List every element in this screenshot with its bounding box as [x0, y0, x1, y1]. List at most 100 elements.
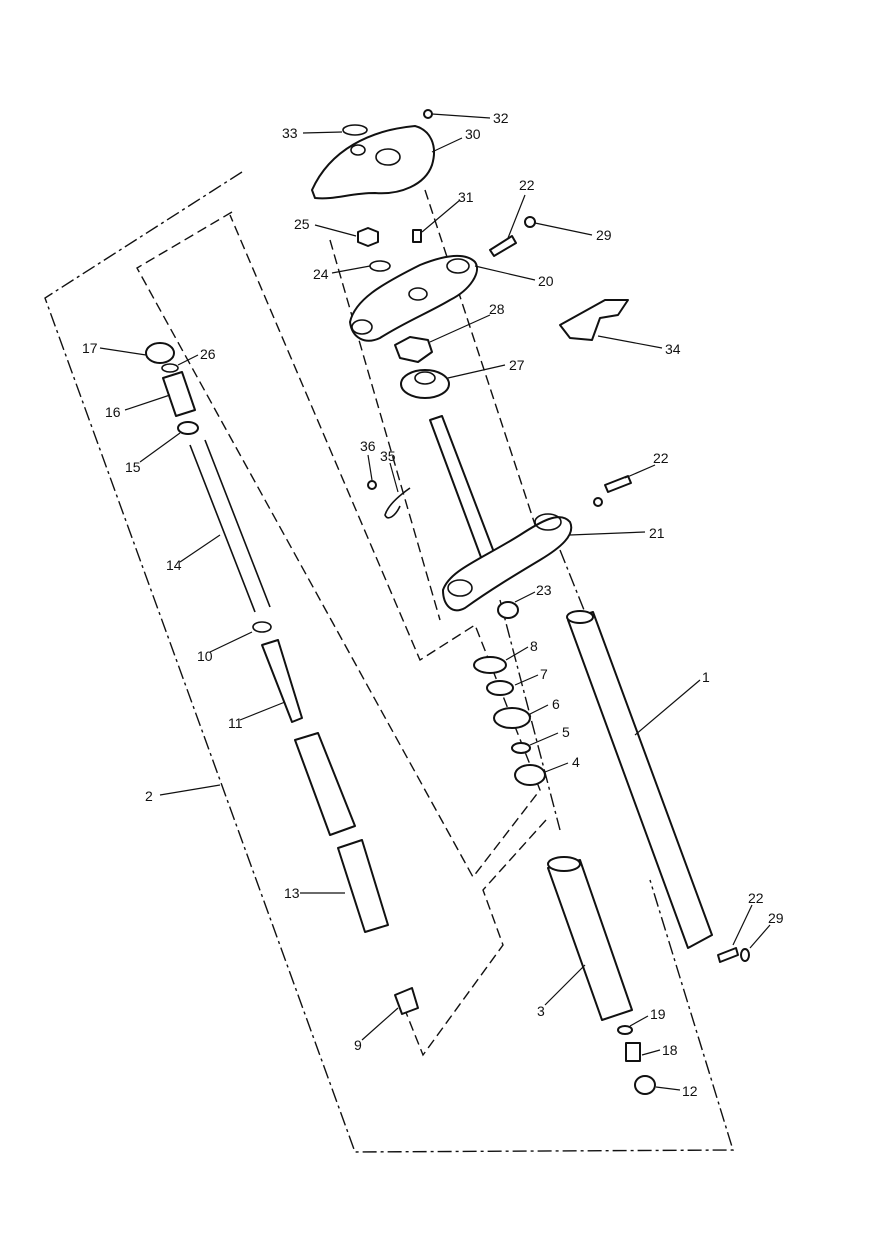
leader-18: [641, 1049, 661, 1056]
callout-12: 12: [682, 1083, 698, 1099]
leader-11: [239, 701, 286, 721]
part-31-bolt: [412, 229, 422, 243]
callout-24: 24: [313, 266, 329, 282]
leader-24: [331, 265, 371, 274]
steering-stem: [429, 415, 496, 561]
leader-25: [314, 224, 357, 237]
leader-4: [544, 762, 569, 773]
leader-2: [159, 784, 221, 796]
callout-3: 3: [537, 1003, 545, 1019]
callout-23: 23: [536, 582, 552, 598]
leader-12: [655, 1086, 681, 1091]
leader-8: [505, 646, 529, 661]
callout-36: 36: [360, 438, 376, 454]
part-24-washer: [369, 260, 391, 272]
leader-9: [361, 1007, 399, 1041]
leader-17: [99, 347, 147, 356]
callout-2: 2: [145, 788, 153, 804]
callout-21: 21: [649, 525, 665, 541]
part-13-fork-tube-upper: [294, 732, 356, 836]
lower-dashed-outline: [404, 819, 547, 1057]
callout-28: 28: [489, 301, 505, 317]
part-7-bearing: [486, 680, 514, 696]
leader-22c: [732, 904, 753, 946]
leader-19: [629, 1015, 649, 1027]
callout-34: 34: [665, 341, 681, 357]
part-17-cap: [145, 342, 175, 364]
leader-16: [124, 394, 171, 411]
callout-31: 31: [458, 189, 474, 205]
part-23-cap: [497, 601, 519, 619]
part-15-washer: [177, 421, 199, 435]
leader-34: [597, 335, 663, 349]
part-29-nut-top: [524, 216, 536, 228]
callout-11: 11: [228, 715, 243, 731]
leader-20: [474, 265, 536, 281]
callout-20: 20: [538, 273, 554, 289]
yoke-bore-left: [351, 319, 373, 335]
part-27-flange-nut-top: [414, 371, 436, 385]
leader-36: [367, 454, 373, 481]
part-18-screw: [625, 1042, 641, 1062]
part-34-bracket: [559, 299, 629, 341]
leader-32: [431, 113, 491, 119]
washer-mid: [593, 497, 603, 507]
part-28-nut: [394, 336, 433, 363]
part-4-race: [514, 764, 546, 786]
callout-5: 5: [562, 724, 570, 740]
part-21-bottom-yoke: [442, 516, 573, 612]
leader-3: [544, 964, 586, 1006]
inner-dashed-outline: [136, 211, 541, 879]
part-16-spacer: [162, 371, 196, 417]
part-12-cap: [634, 1075, 656, 1095]
leader-15: [139, 432, 181, 463]
callout-13: 13: [284, 885, 300, 901]
part-29-nut-right: [740, 948, 750, 962]
part-35-clip: [384, 487, 411, 519]
part-6-race: [493, 707, 531, 729]
fork-leg-top: [566, 610, 594, 624]
leader-14: [179, 534, 221, 563]
leader-30: [431, 137, 463, 153]
callout-1: 1: [702, 669, 710, 685]
part-20-top-yoke: [349, 254, 478, 342]
part-19-washer: [617, 1025, 633, 1035]
callout-17: 17: [82, 340, 98, 356]
callout-15: 15: [125, 459, 141, 475]
bottom-yoke-bore-left: [447, 579, 473, 597]
part-26-oring: [161, 363, 179, 373]
leader-33: [302, 131, 343, 134]
callout-32: 32: [493, 110, 509, 126]
callout-8: 8: [530, 638, 538, 654]
leader-29a: [534, 222, 593, 236]
callout-25: 25: [294, 216, 310, 232]
part-5-washer: [511, 742, 531, 754]
leader-23: [514, 591, 536, 603]
part-14-spring: [189, 439, 271, 613]
part-32-screw: [423, 109, 433, 119]
callout-22b: 22: [653, 450, 669, 466]
part-30-top-cover: [311, 125, 435, 200]
part-22-bolt-mid: [604, 475, 632, 493]
callout-33: 33: [282, 125, 298, 141]
stem-dashed-guide: [329, 239, 441, 621]
leader-27: [447, 364, 506, 379]
callout-7: 7: [540, 666, 548, 682]
leader-22b: [624, 464, 656, 479]
callout-16: 16: [105, 404, 121, 420]
leader-26: [177, 354, 199, 366]
leader-10: [209, 631, 253, 653]
callout-22c: 22: [748, 890, 764, 906]
cover-hole-1: [375, 148, 401, 166]
callout-29b: 29: [768, 910, 784, 926]
stem-dashed-guide-2: [424, 189, 541, 541]
callout-22a: 22: [519, 177, 535, 193]
part-13-fork-tube-lower: [337, 839, 389, 933]
right-dashdot-guide: [559, 549, 601, 651]
part-10-oring: [252, 621, 272, 633]
leader-5: [529, 732, 559, 746]
part-11-damper-rod: [261, 639, 303, 723]
callout-35: 35: [380, 448, 396, 464]
fork-leg-3-top: [547, 856, 581, 872]
